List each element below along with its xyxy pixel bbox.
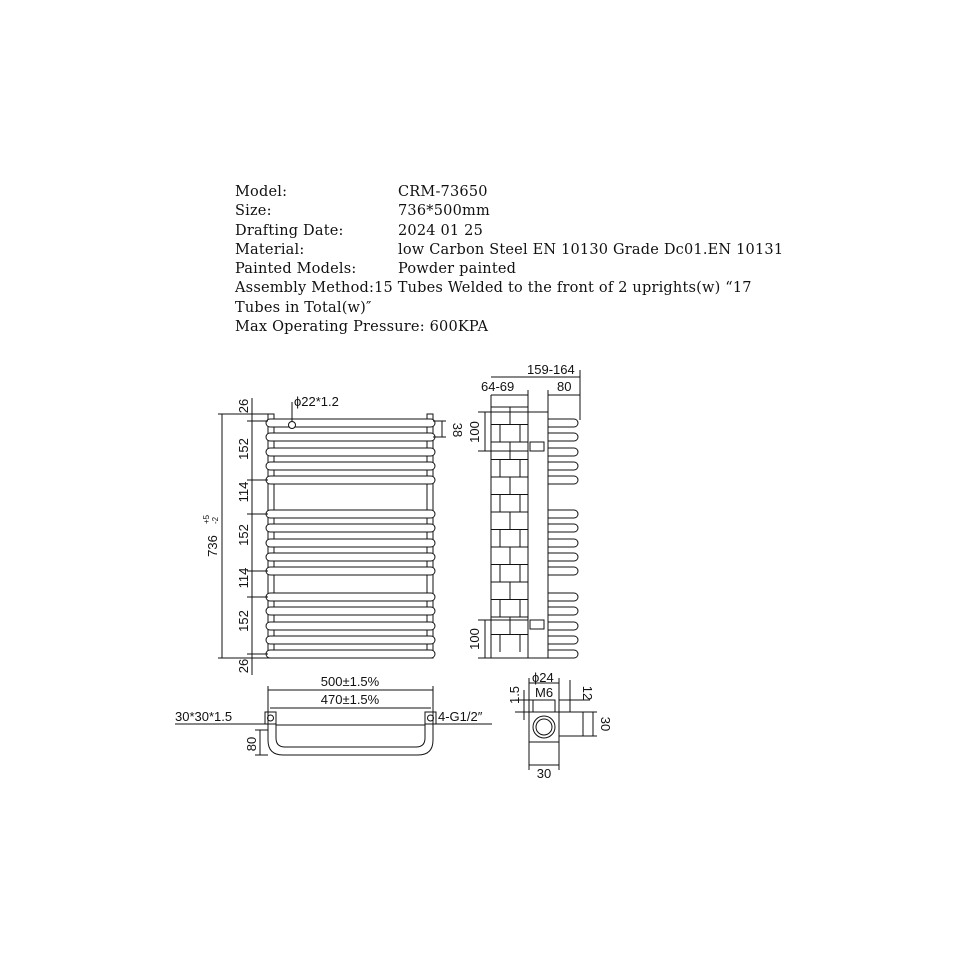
bracket-bottom-label: 100 (467, 628, 482, 650)
brick-wall (491, 406, 528, 652)
front-tube (265, 621, 436, 631)
front-tube (265, 566, 436, 576)
side-tube-loop (548, 649, 579, 659)
side-tubes (548, 418, 579, 659)
width-centers-label: 470±1.5% (321, 692, 380, 707)
front-tube (265, 509, 436, 519)
spec-size-value: 736*500mm (398, 203, 490, 220)
spec-size-label: Size: (235, 203, 272, 220)
dim-group3-label: 152 (236, 610, 251, 632)
spec-pressure-line: Max Operating Pressure: 600KPA (235, 319, 489, 336)
spec-date-label: Drafting Date: (235, 222, 344, 239)
bottom-depth-label: 80 (244, 737, 259, 751)
spec-painted-value: Powder painted (398, 261, 517, 278)
bottom-rail-inner (275, 712, 426, 748)
detail-screw-label: M6 (535, 685, 553, 700)
bracket-bottom (529, 619, 545, 630)
detail-thickness-label: 1.5 (507, 686, 522, 704)
height-tol-upper: +5 (202, 514, 211, 524)
tube-diameter-label: ϕ22*1.2 (294, 394, 339, 409)
upright-section-label: 30*30*1.5 (175, 709, 232, 724)
spec-material-value: low Carbon Steel EN 10130 Grade Dc01.EN … (398, 241, 784, 258)
spec-material-label: Material: (235, 241, 305, 258)
wall-gap-label: 64-69 (481, 379, 514, 394)
bottom-rail-outer (267, 712, 434, 756)
bracket-top (529, 441, 545, 452)
side-upright (527, 411, 549, 659)
side-tube-loop (548, 621, 579, 631)
spec-date-value: 2024 01 25 (398, 222, 484, 239)
side-tube-loop (548, 447, 579, 457)
bottom-view (175, 686, 492, 756)
height-main-label: 736 (205, 535, 220, 557)
bracket-top-label: 100 (467, 421, 482, 443)
spec-painted-label: Painted Models: (235, 261, 357, 278)
front-tube (265, 447, 436, 457)
side-tube-loop (548, 509, 579, 519)
spec-model-value: CRM-73650 (398, 184, 488, 200)
specification-block: Model: CRM-73650 Size: 736*500mm Draftin… (235, 183, 783, 337)
front-tube (265, 592, 436, 602)
detail-diameter-label: ϕ24 (532, 670, 554, 685)
front-tube (265, 649, 436, 659)
spec-assembly-line-2: Tubes in Total(w)″ (235, 299, 372, 316)
front-tube (265, 606, 436, 616)
detail-height-label: 12 (580, 686, 595, 700)
overall-height-label: 736 +5 -2 (202, 514, 220, 557)
dim-bottom-label: 26 (236, 659, 251, 673)
height-tol-lower: -2 (211, 516, 220, 524)
side-tube-loop (548, 475, 579, 485)
front-tube (265, 523, 436, 533)
side-tube-loop (548, 552, 579, 562)
detail-side-label: 30 (598, 717, 613, 731)
front-tube (265, 635, 436, 645)
front-view (265, 402, 446, 659)
side-offset-label: 38 (450, 423, 465, 437)
front-tube (265, 418, 436, 428)
detail-width-label: 30 (537, 766, 551, 781)
side-tube-loop (548, 635, 579, 645)
spec-model-row: Model: CRM-73650 (235, 183, 752, 202)
side-tube-loop (548, 566, 579, 576)
width-outer-label: 500±1.5% (321, 674, 380, 689)
dim-gap1-label: 114 (236, 482, 251, 503)
spec-material-row: Material: low Carbon Steel EN 10130 Grad… (235, 241, 783, 260)
valve-thread-label: 4-G1/2″ (438, 709, 483, 724)
spec-assembly-line-1: Assembly Method:15 Tubes Welded to the f… (235, 280, 752, 297)
height-dimension-chain (218, 398, 268, 675)
spec-painted-row: Painted Models: Powder painted (235, 260, 752, 279)
depth-total-label: 159-164 (527, 362, 575, 377)
dim-gap2-label: 114 (236, 568, 251, 589)
front-tube (265, 538, 436, 548)
front-tube (265, 432, 436, 442)
side-tube-loop (548, 606, 579, 616)
dim-group1-label: 152 (236, 438, 251, 460)
detail-view (515, 678, 597, 770)
side-tube-loop (548, 592, 579, 602)
dim-group2-label: 152 (236, 524, 251, 546)
side-view (478, 370, 581, 659)
side-tube-loop (548, 523, 579, 533)
front-tube (265, 461, 436, 471)
spec-model-label: Model: (235, 184, 288, 200)
spec-date-row: Drafting Date: 2024 01 25 (235, 222, 752, 241)
front-tube (265, 552, 436, 562)
dim-top-label: 26 (236, 399, 251, 413)
front-tube (265, 475, 436, 485)
side-tube-loop (548, 461, 579, 471)
depth-tube-label: 80 (557, 379, 571, 394)
spec-size-row: Size: 736*500mm (235, 202, 752, 221)
side-tube-loop (548, 432, 579, 442)
front-tubes (265, 418, 436, 659)
side-tube-loop (548, 418, 579, 428)
side-tube-loop (548, 538, 579, 548)
